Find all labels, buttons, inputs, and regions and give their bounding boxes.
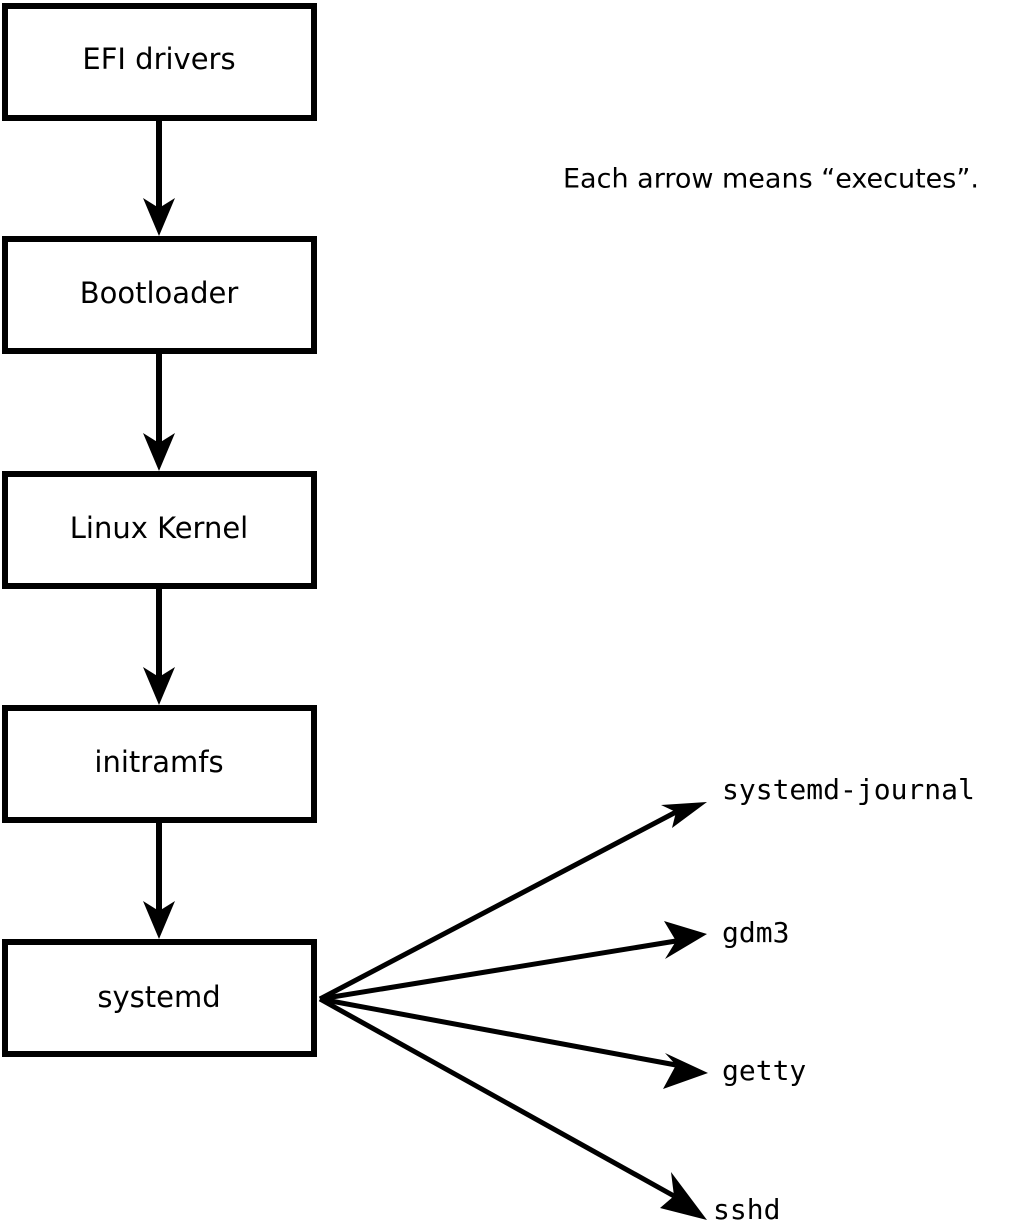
arrow-efi-to-bootloader <box>143 118 175 236</box>
service-label-systemd-journal: systemd-journal <box>722 773 975 806</box>
arrow-systemd-to-gdm3 <box>319 921 707 1002</box>
node-systemd[interactable]: systemd <box>2 939 317 1057</box>
service-label-sshd: sshd <box>713 1193 780 1226</box>
arrow-bootloader-to-kernel <box>143 351 175 471</box>
arrow-kernel-to-initramfs <box>143 586 175 705</box>
node-box-initramfs[interactable] <box>2 705 317 823</box>
arrowhead-systemd-to-getty <box>663 1053 708 1089</box>
arrowhead-systemd-to-sshd <box>660 1172 707 1220</box>
node-label-initramfs: initramfs <box>94 745 223 779</box>
arrowhead-systemd-to-systemd-journal <box>661 802 707 828</box>
node-label-systemd: systemd <box>97 980 220 1014</box>
service-label-getty: getty <box>722 1054 806 1087</box>
node-bootloader[interactable]: Bootloader <box>2 236 317 354</box>
node-box-systemd[interactable] <box>2 939 317 1057</box>
arrowhead-bootloader-to-kernel <box>143 433 175 471</box>
arrow-initramfs-to-systemd <box>143 820 175 939</box>
node-linux-kernel[interactable]: Linux Kernel <box>2 471 317 589</box>
arrowhead-kernel-to-initramfs <box>143 667 175 705</box>
arrow-systemd-to-sshd <box>318 996 707 1220</box>
node-efi-drivers[interactable]: EFI drivers <box>2 3 317 121</box>
node-label-bootloader: Bootloader <box>80 276 239 310</box>
node-initramfs[interactable]: initramfs <box>2 705 317 823</box>
arrow-systemd-to-getty <box>319 996 708 1089</box>
service-label-gdm3: gdm3 <box>722 916 789 949</box>
legend-text: Each arrow means “executes”. <box>563 164 979 195</box>
arrowhead-systemd-to-gdm3 <box>664 921 707 959</box>
arrowhead-initramfs-to-systemd <box>143 901 175 939</box>
arrow-systemd-to-systemd-journal <box>318 802 707 1002</box>
node-label-linux-kernel: Linux Kernel <box>70 511 248 545</box>
node-box-efi-drivers[interactable] <box>2 3 317 121</box>
arrowhead-efi-to-bootloader <box>143 198 175 236</box>
node-label-efi-drivers: EFI drivers <box>82 42 235 76</box>
